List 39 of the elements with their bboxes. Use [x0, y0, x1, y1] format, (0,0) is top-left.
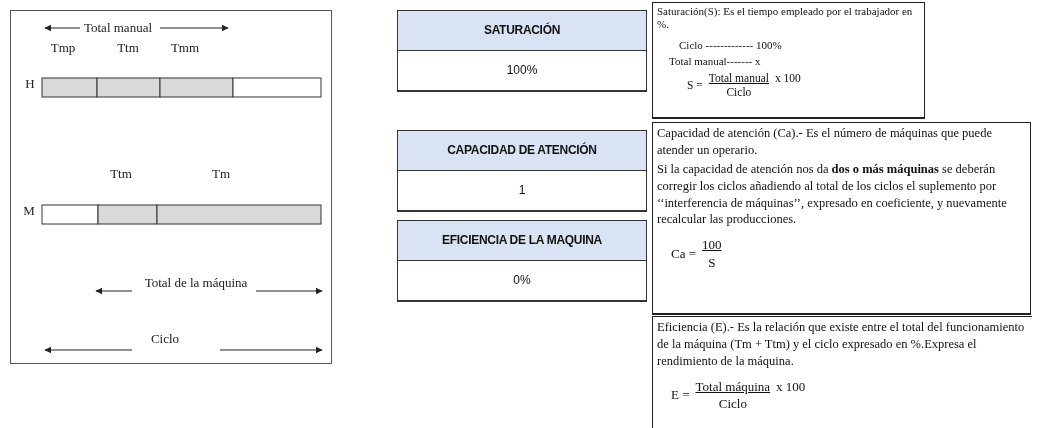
table-header: SATURACIÓN	[398, 11, 646, 51]
metric-table	[397, 220, 647, 302]
table-header: EFICIENCIA DE LA MAQUINA	[398, 221, 646, 261]
formula-numerator: Total máquina	[695, 377, 771, 396]
metric-table	[397, 10, 647, 92]
definition-panel	[652, 316, 1032, 428]
definition-panel	[652, 122, 1031, 315]
formula-numerator: Total manual	[708, 71, 769, 86]
formula-text: Ca =	[671, 245, 697, 263]
table-header: CAPACIDAD DE ATENCIÓN	[398, 131, 646, 171]
row-label: H	[25, 76, 35, 92]
definition-text: Eficiencia (E).- Es la relación que existe entre el total del funcionamiento de la máquina (Tm + Ttm) y el ciclo expresado en %.Expresa el rendimiento de la máquina.	[657, 319, 1026, 370]
table-value: 0%	[512, 272, 532, 289]
definition-panel	[652, 2, 925, 119]
definition-text: Total manual------- x	[669, 54, 762, 68]
formula-text: S =	[687, 78, 703, 93]
definition-text: Si la capacidad de atención nos da dos o más máquinas se deberán corregir los ciclos añadiendo al total de los ciclos el suplemento por ‘‘interferencia de máquinas’’, expresado en coeficiente, y nuevamente recalcular las producciones.	[657, 160, 1008, 229]
segment-label: Tmp	[50, 40, 76, 56]
definition-text: Saturación(S): Es el tiempo empleado por el trabajador en %.	[657, 5, 914, 32]
formula-text: E =	[671, 386, 690, 404]
dimension-label: Total de la máquina	[144, 275, 248, 291]
formula-text: x 100	[774, 71, 801, 86]
table-value: 100%	[505, 62, 539, 79]
row-label: M	[23, 203, 35, 219]
segment-label: Tm	[211, 166, 231, 182]
formula-denominator: Ciclo	[726, 85, 752, 100]
segment-label: Ttm	[117, 40, 139, 56]
formula-denominator: Ciclo	[718, 395, 747, 413]
segment-label: Ttm	[110, 166, 132, 182]
definition-text: Capacidad de atención (Ca).- Es el número de máquinas que puede atender un operario.	[657, 125, 993, 159]
formula-numerator: 100	[702, 236, 722, 254]
formula-denominator: S	[708, 253, 716, 272]
formula-text: x 100	[776, 377, 806, 396]
dimension-label: Ciclo	[150, 331, 180, 347]
dimension-label: Total manual	[84, 20, 152, 36]
metric-table	[397, 130, 647, 212]
definition-text: Ciclo ------------- 100%	[679, 39, 783, 53]
segment-label: Tmm	[170, 40, 200, 56]
table-value: 1	[517, 182, 527, 199]
